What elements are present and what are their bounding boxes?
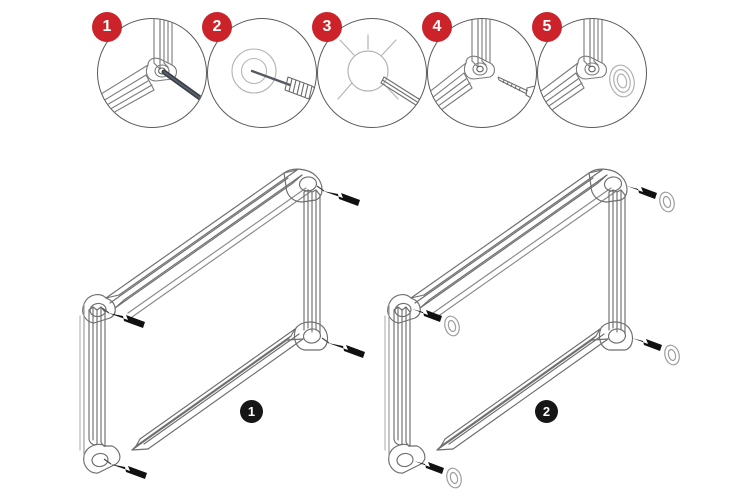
insert-rod [161, 69, 206, 106]
washer-top-left [444, 315, 460, 337]
step-badge-1: 1 [92, 12, 122, 42]
corner-with-screw-icon [428, 19, 536, 121]
step-badge-3: 3 [312, 12, 342, 42]
screwdriver-shaft [250, 69, 292, 87]
detail-callout-4: 4 [422, 12, 537, 128]
step-badge-4: 4 [422, 12, 452, 42]
arrow-right-lower [328, 343, 365, 358]
screwdriver-handle [284, 76, 316, 100]
detail-callout-3: 3 [312, 12, 427, 128]
detail-callout-1: 1 [92, 12, 207, 128]
screw-stubs [101, 185, 330, 465]
arrow-top-right [627, 186, 657, 199]
washer-top-right [659, 191, 675, 213]
arrow-top-left [108, 313, 145, 328]
corner-tab-top-right [588, 168, 628, 203]
corner-tab-top-left [387, 294, 421, 324]
arrow-bottom-left [110, 464, 147, 479]
corner-tab-bottom-left [83, 443, 121, 474]
frame-assembly-diagram-1 [79, 168, 365, 479]
corner-tab-top-right [283, 168, 323, 203]
corner-tab-right-lower [293, 321, 329, 351]
tighten-burst-icon [337, 34, 425, 110]
figure-1: 1 [40, 150, 385, 490]
detail-callout-5: 5 [532, 12, 647, 128]
figure-badge-2: 2 [535, 400, 558, 423]
arrow-bottom-left [414, 461, 444, 474]
washer-right-lower [664, 344, 680, 366]
detail-callout-2: 2 [202, 12, 317, 128]
arrow-right-lower [632, 338, 662, 351]
corner-with-rod-icon [98, 19, 206, 122]
arrow-top-left [412, 309, 442, 322]
arrow-top-right [323, 191, 360, 206]
insertion-arrows [412, 186, 662, 474]
screw-fastener [497, 76, 536, 100]
insertion-arrows [108, 191, 365, 479]
washer-grommet [609, 64, 635, 98]
corner-tab-right-lower [598, 321, 634, 351]
washer-grommets [444, 191, 680, 489]
screwdriver-into-hole-icon [231, 48, 316, 100]
step-badge-2: 2 [202, 12, 232, 42]
figure-2: 2 [345, 150, 690, 490]
corner-tab-bottom-left [388, 443, 426, 474]
step-badge-5: 5 [532, 12, 562, 42]
corner-tab-top-left [82, 294, 116, 324]
washer-bottom-left [446, 467, 462, 489]
frame-assembly-diagram-2 [384, 168, 680, 489]
corner-with-washer-icon [538, 19, 635, 121]
figure-badge-1: 1 [240, 400, 263, 423]
